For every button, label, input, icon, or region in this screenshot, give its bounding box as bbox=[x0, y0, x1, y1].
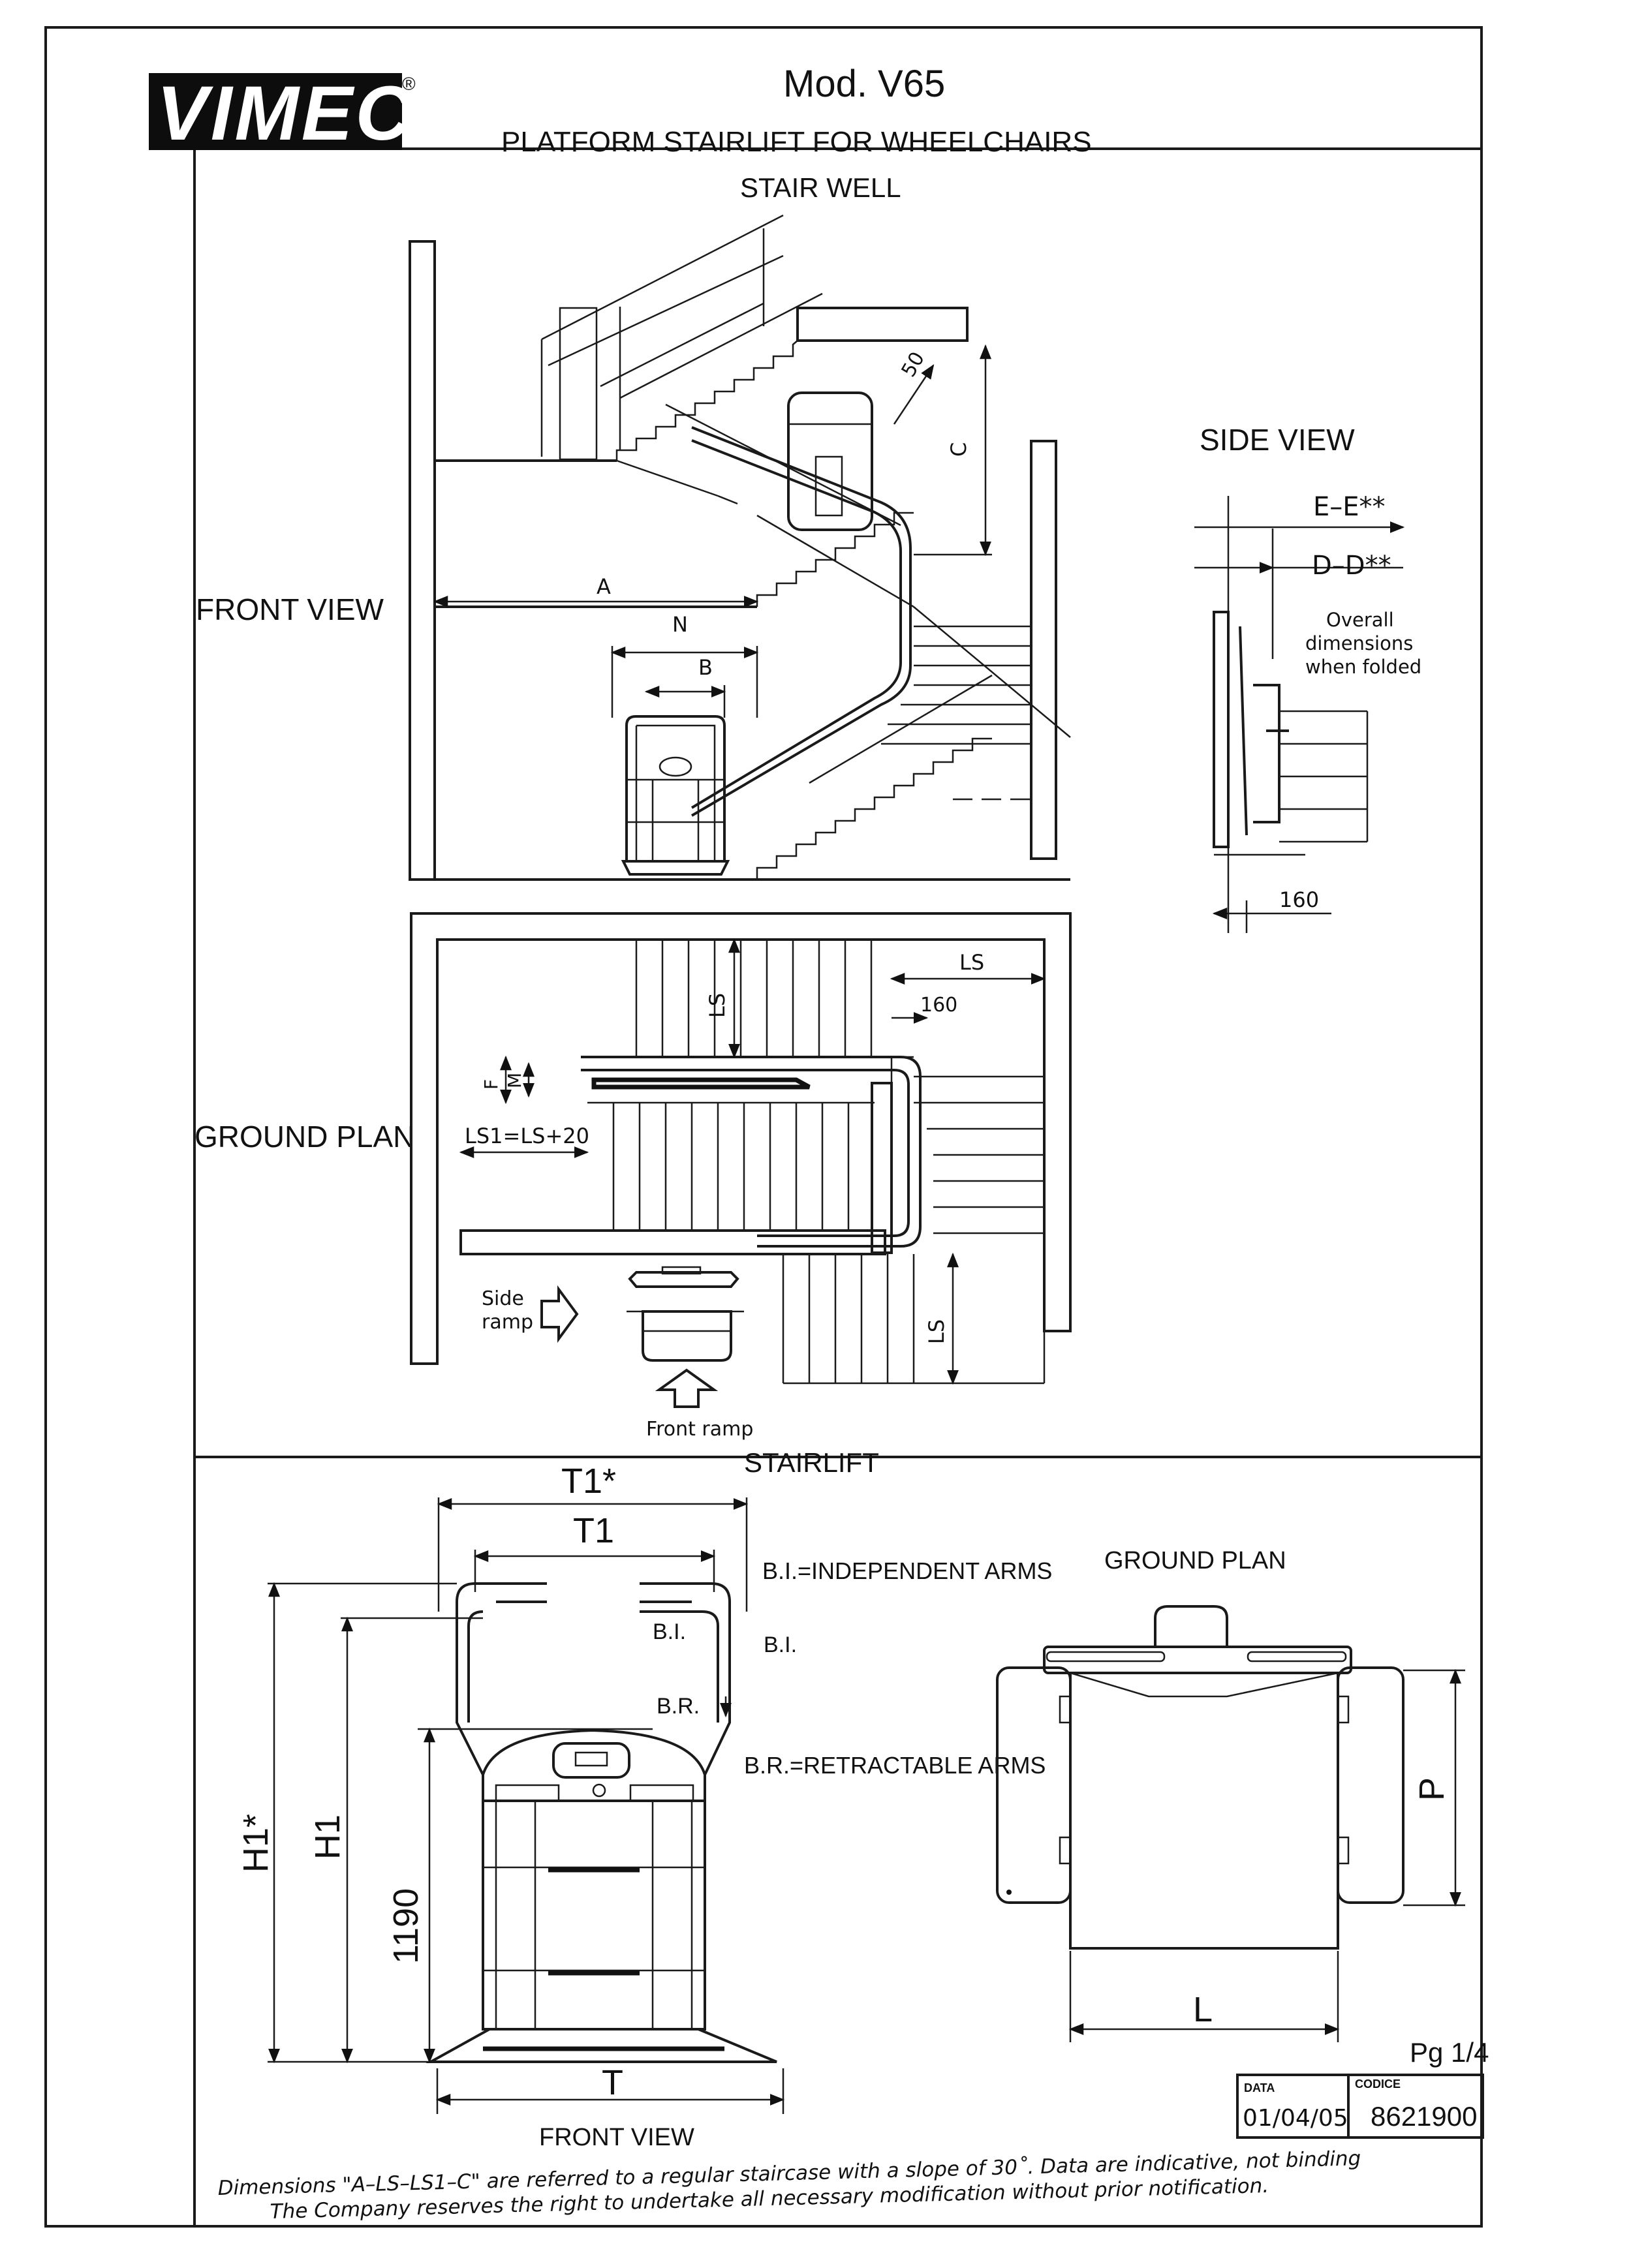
title-block: Pg 1/4 DATA 01/04/05 CODICE 8621900 bbox=[1236, 2037, 1489, 2139]
side-view-title: SIDE VIEW bbox=[1200, 423, 1355, 457]
stairlift-front-view: T1* T1 T bbox=[236, 1462, 1052, 2151]
codice-value: 8621900 bbox=[1371, 2101, 1478, 2132]
dim-EE: E–E** bbox=[1313, 492, 1386, 522]
note-when-folded: when folded bbox=[1305, 656, 1421, 678]
dim-T1: T1 bbox=[573, 1511, 614, 1550]
dim-H1star: H1* bbox=[236, 1814, 275, 1873]
front-ramp-label: Front ramp bbox=[646, 1418, 753, 1441]
model-title: Mod. V65 bbox=[783, 63, 945, 105]
dim-T: T bbox=[602, 2063, 623, 2102]
side-ramp-label-1: Side bbox=[482, 1287, 524, 1310]
dim-L: L bbox=[1193, 1990, 1213, 2029]
side-view: E–E** D–D** Overall dimensions when fold… bbox=[1194, 492, 1421, 933]
dim-C: C bbox=[946, 442, 971, 457]
dim-P: P bbox=[1412, 1777, 1451, 1801]
dim-LS-bottom: LS bbox=[924, 1319, 949, 1344]
dim-LS-top: LS bbox=[705, 993, 730, 1018]
note-overall: Overall bbox=[1326, 609, 1394, 631]
registered-mark: ® bbox=[402, 74, 416, 94]
dim-50: 50 bbox=[897, 348, 929, 381]
front-view-label: FRONT VIEW bbox=[196, 592, 384, 626]
side-ramp-arrow bbox=[540, 1285, 579, 1343]
dim-A: A bbox=[597, 574, 611, 599]
platform-lower bbox=[621, 715, 730, 876]
dim-T1star: T1* bbox=[561, 1462, 616, 1501]
front-ramp-arrow bbox=[655, 1368, 719, 1408]
dim-160-plan: 160 bbox=[920, 994, 957, 1017]
legend-independent-arms: B.I.=INDEPENDENT ARMS bbox=[762, 1557, 1052, 1584]
label-BI-left: B.I. bbox=[653, 1619, 686, 1644]
note-dimensions: dimensions bbox=[1305, 632, 1413, 654]
dim-160-side: 160 bbox=[1279, 887, 1319, 912]
vimec-logo: VIMEC ® bbox=[149, 70, 416, 157]
logo-text: VIMEC bbox=[157, 70, 414, 157]
stairwell-front-view: A N B C 50 bbox=[409, 214, 1071, 881]
stairlift-front-view-label: FRONT VIEW bbox=[539, 2124, 694, 2151]
label-BI-right: B.I. bbox=[764, 1632, 797, 1657]
dim-N: N bbox=[672, 612, 688, 637]
inner-frame-top bbox=[193, 147, 1483, 1458]
data-value: 01/04/05 bbox=[1243, 2105, 1348, 2132]
stairlift-ground-plan-label: GROUND PLAN bbox=[1104, 1547, 1286, 1574]
stairlift-title: STAIRLIFT bbox=[744, 1447, 879, 1478]
product-subtitle: PLATFORM STAIRLIFT FOR WHEELCHAIRS bbox=[501, 126, 1092, 158]
stairwell-ground-plan: LS LS 160 LS F M LS1=LS+20 Side ramp Fro… bbox=[410, 912, 1072, 1441]
page-number: Pg 1/4 bbox=[1410, 2037, 1489, 2068]
stairwell-title: STAIR WELL bbox=[740, 172, 901, 203]
dim-M: M bbox=[504, 1073, 525, 1088]
ground-plan-label: GROUND PLAN bbox=[194, 1120, 414, 1154]
dim-LS-right: LS bbox=[959, 950, 984, 975]
legend-retractable-arms: B.R.=RETRACTABLE ARMS bbox=[744, 1752, 1046, 1779]
dim-B: B bbox=[698, 655, 713, 680]
dim-DD: D–D** bbox=[1312, 551, 1391, 581]
dim-H1: H1 bbox=[308, 1815, 347, 1860]
dim-F: F bbox=[480, 1079, 502, 1090]
label-BR: B.R. bbox=[657, 1694, 700, 1719]
data-label: DATA bbox=[1244, 2081, 1275, 2094]
dim-1190: 1190 bbox=[386, 1888, 426, 1964]
codice-label: CODICE bbox=[1355, 2077, 1401, 2091]
side-ramp-label-2: ramp bbox=[482, 1311, 533, 1334]
dim-LS1: LS1=LS+20 bbox=[465, 1124, 589, 1148]
stairlift-ground-plan: P L bbox=[996, 1605, 1465, 2042]
